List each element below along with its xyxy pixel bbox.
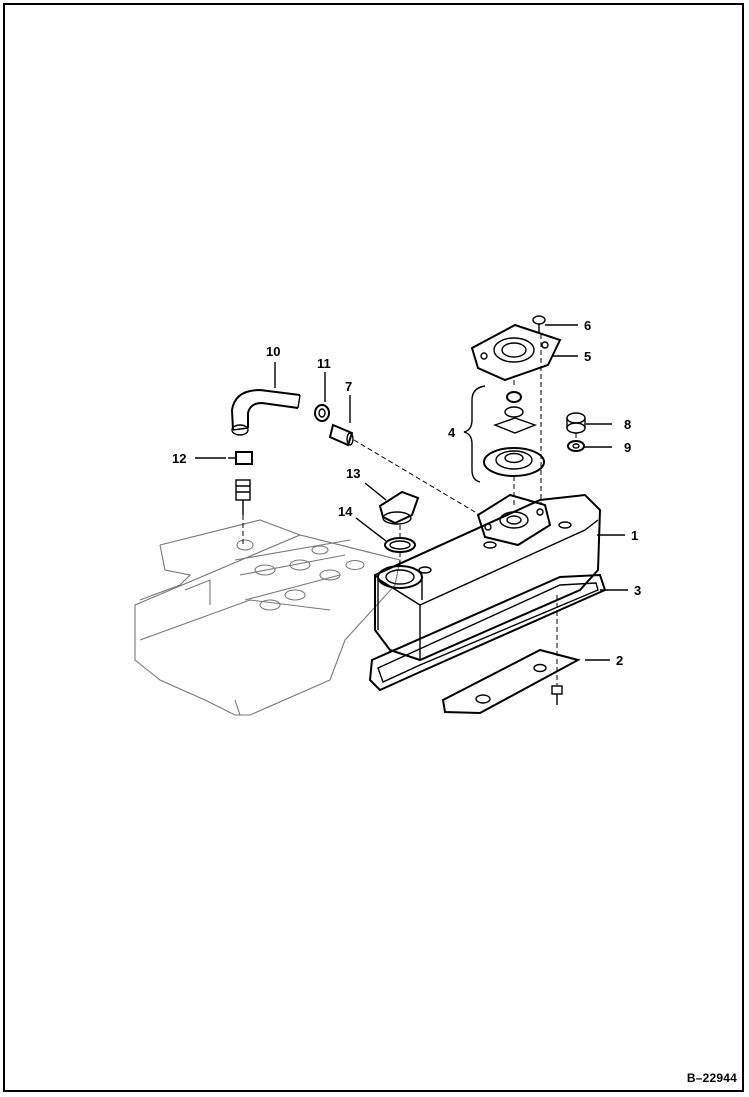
cover-gasket: [368, 573, 607, 692]
leader-lines: [195, 324, 628, 661]
breather-cover: [470, 323, 562, 382]
callout-3: 3: [634, 583, 641, 598]
assembly-guide-lines: [242, 334, 577, 686]
engine-block-outline: [134, 519, 401, 716]
hose-clamp: [314, 404, 330, 422]
callout-6: 6: [584, 318, 591, 333]
drawing-frame: [3, 3, 744, 1092]
callout-4: 4: [448, 425, 456, 440]
callout-1: 1: [631, 528, 638, 543]
callout-8: 8: [624, 417, 631, 432]
callout-7: 7: [345, 379, 352, 394]
filler-o-ring: [384, 537, 416, 553]
breather-internals: [483, 391, 545, 477]
callout-10: 10: [266, 344, 280, 359]
plug-cap: [566, 412, 586, 434]
callout-13: 13: [346, 466, 360, 481]
callout-11: 11: [317, 356, 331, 371]
callout-9: 9: [624, 440, 631, 455]
hose-fitting: [228, 451, 253, 515]
plug-washer: [567, 440, 585, 452]
breather-plate: [476, 493, 552, 547]
valve-cover: [374, 493, 602, 662]
oil-filler-cap: [378, 490, 420, 525]
bottom-bolt: [551, 685, 563, 705]
cover-screw: [532, 315, 546, 333]
callout-12: 12: [172, 451, 186, 466]
breather-pipe: [328, 423, 354, 447]
breather-hose: [230, 388, 301, 436]
callout-labels: 1 2 3 4 5 6 7 8 9 10 11 12 13 14: [172, 318, 641, 668]
callout-14: 14: [338, 504, 353, 519]
callout-2: 2: [616, 653, 623, 668]
figure-code: B–22944: [686, 1071, 737, 1085]
group-brace-4: [463, 385, 486, 483]
bracket-plate: [441, 648, 581, 715]
callout-5: 5: [584, 349, 591, 364]
